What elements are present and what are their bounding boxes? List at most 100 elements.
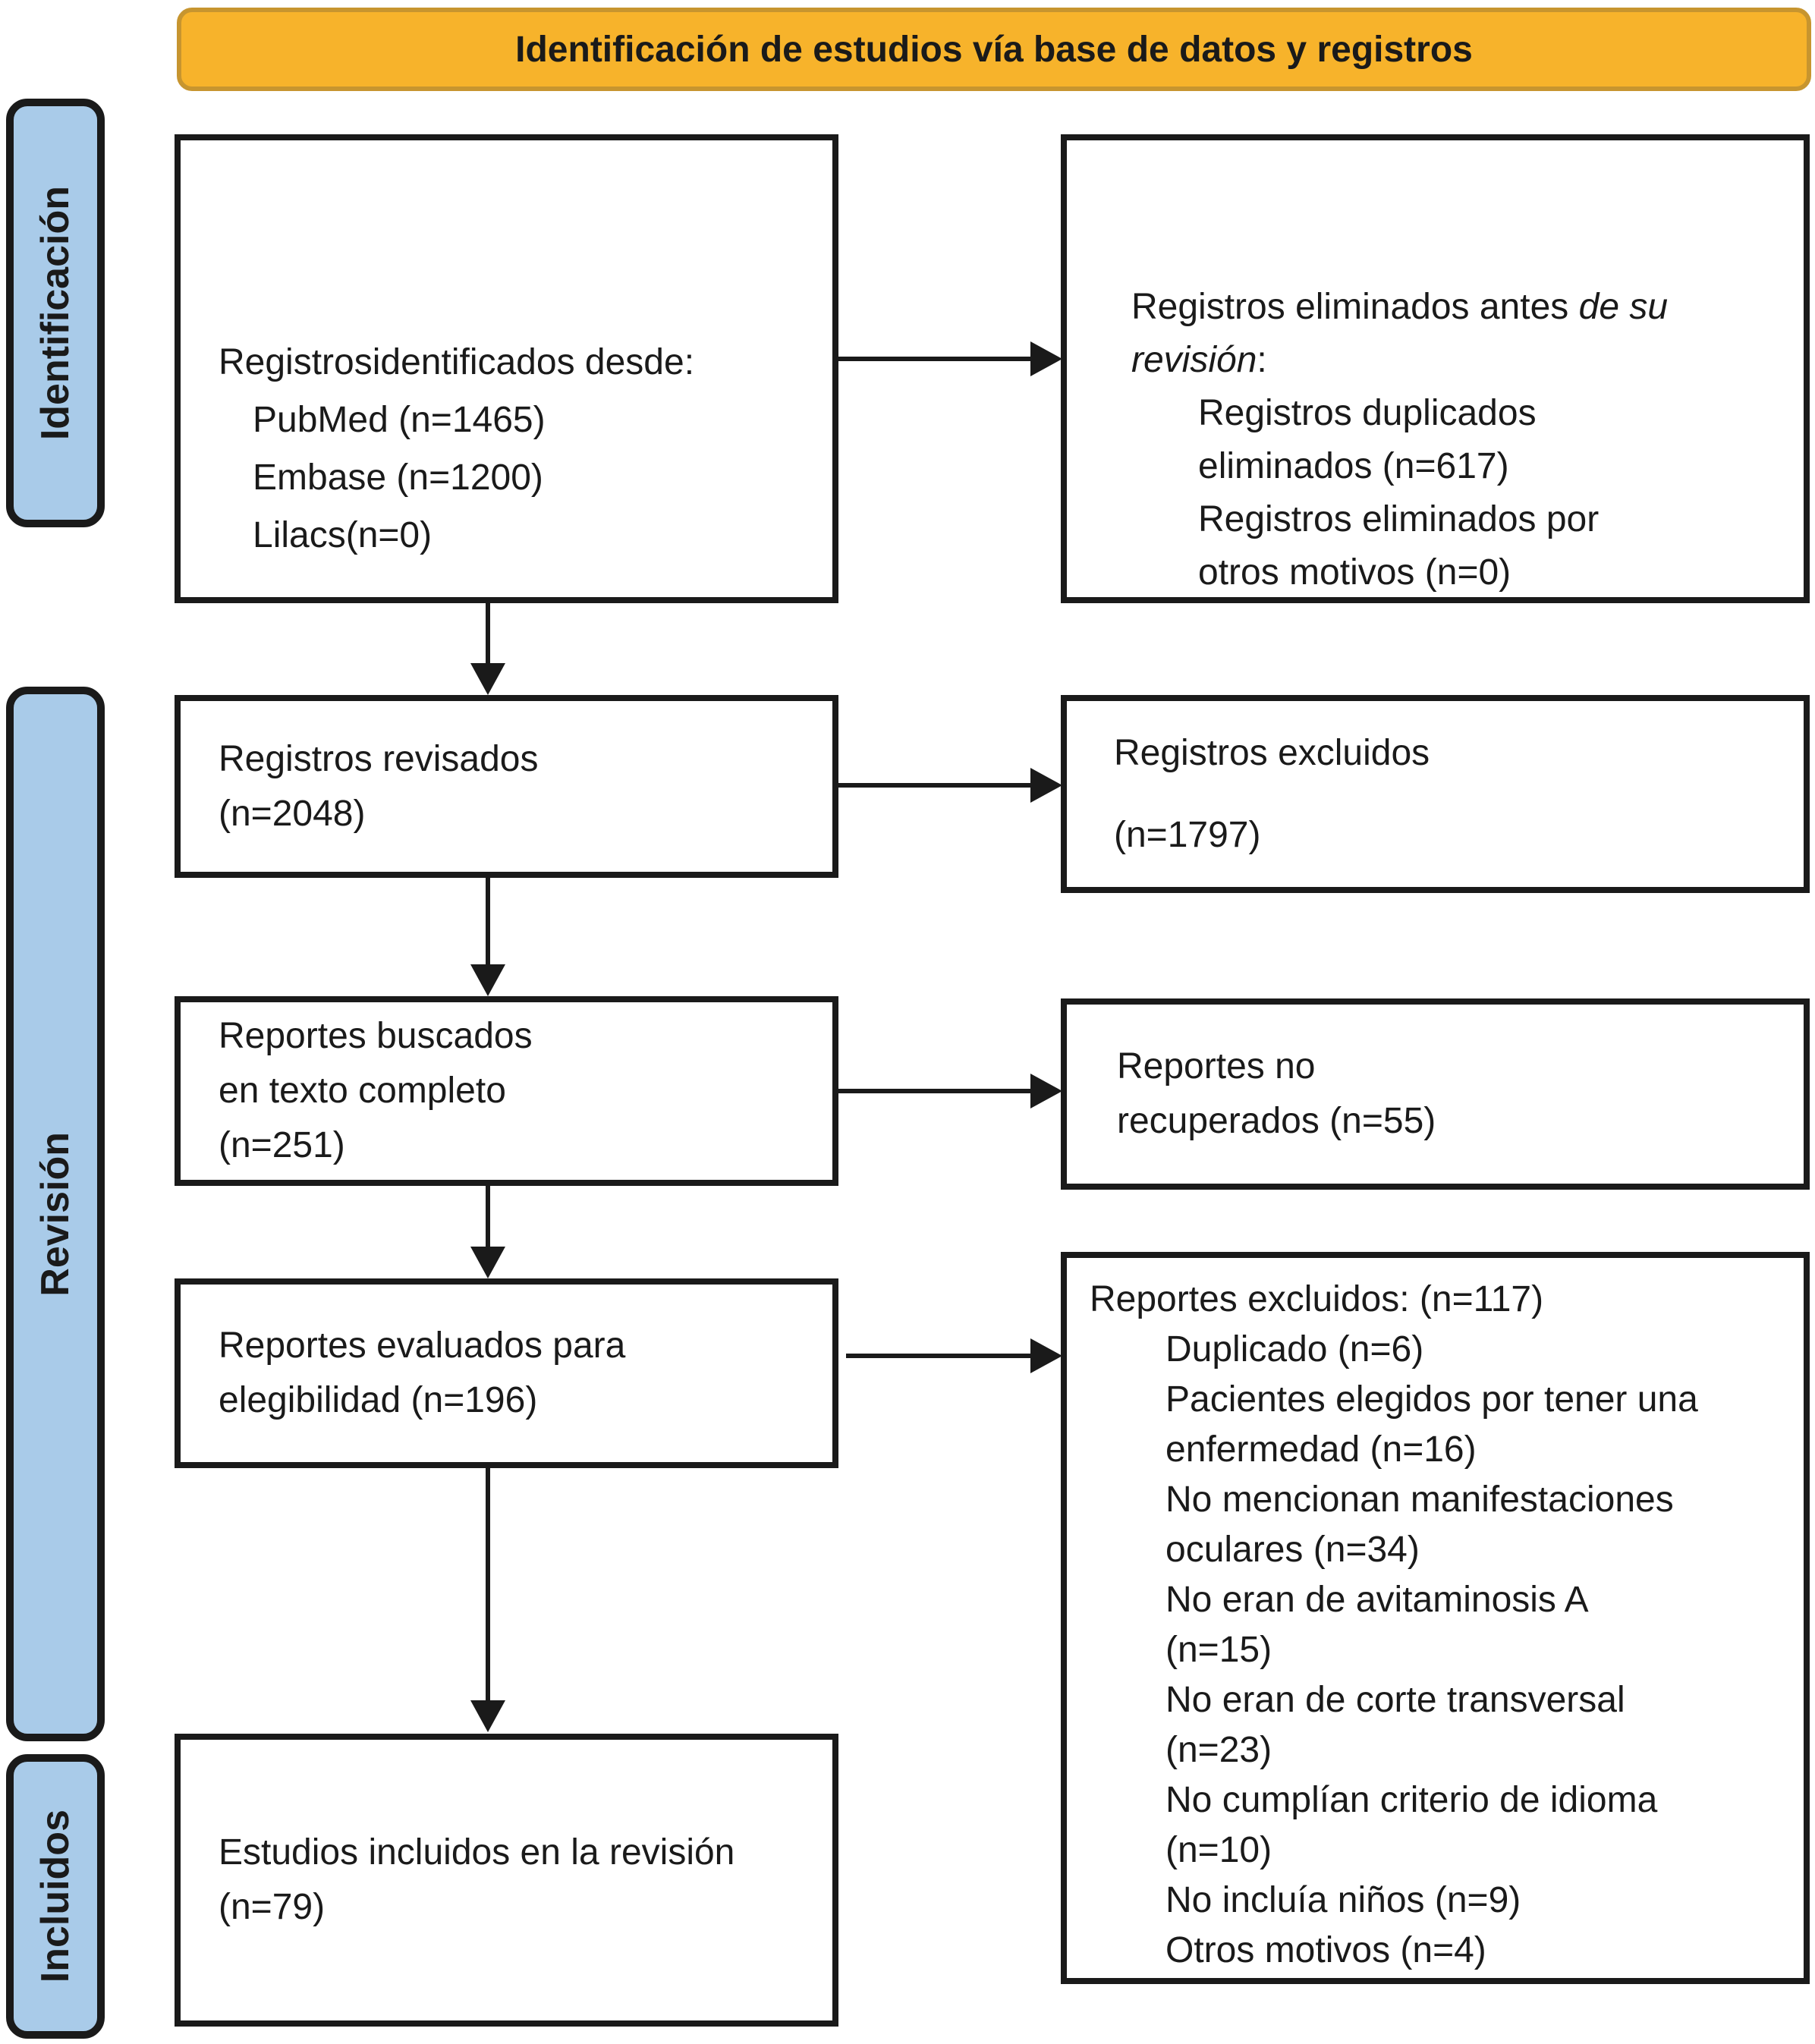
box-text-line: (n=2048) (219, 793, 366, 834)
list-item-line: oculares (n=34) (1165, 1530, 1420, 1570)
box-registros-identificados: Registrosidentificados desde: PubMed (n=… (175, 134, 838, 603)
list-item-line: No mencionan manifestaciones (1165, 1480, 1674, 1520)
arrow-head-down-icon (470, 1700, 505, 1732)
box-reportes-excluidos: Reportes excluidos: (n=117) Duplicado (n… (1061, 1252, 1810, 1984)
box-text: Registros excluidos (n=1797) (1114, 726, 1785, 863)
box-intro: Registros eliminados antes de su revisió… (1131, 281, 1746, 387)
list-item-line: Duplicado (n=6) (1165, 1329, 1424, 1369)
arrow-revisados-to-excluidos (838, 768, 1062, 803)
list-item: No eran de avitaminosis A (n=15) (1165, 1575, 1785, 1675)
list-item: Registros duplicados eliminados (n=617) (1198, 387, 1785, 493)
arrow-head-right-icon (1030, 768, 1062, 803)
arrow-head-right-icon (1030, 341, 1062, 376)
list-item: Otros motivos (n=4) (1165, 1926, 1785, 1976)
list-item-line: enfermedad (n=16) (1165, 1429, 1477, 1470)
list-item-line: Lilacs(n=0) (253, 515, 433, 555)
box-text-line: en texto completo (219, 1071, 506, 1111)
box-text-line: Estudios incluidos en la revisión (219, 1832, 735, 1873)
arrow-buscados-to-evaluados (470, 1186, 505, 1278)
source-list: PubMed (n=1465) Embase (n=1200) Lilacs(n=0… (219, 392, 814, 564)
box-text-line: (n=251) (219, 1125, 345, 1165)
stage-tab-incluidos: Incluidos (6, 1754, 105, 2039)
arrow-head-down-icon (470, 964, 505, 996)
box-text-line: (n=79) (219, 1887, 326, 1927)
arrow-shaft (486, 878, 490, 969)
box-text: Reportes evaluados para elegibilidad (n=1… (219, 1319, 814, 1428)
list-item-line: (n=15) (1165, 1630, 1272, 1670)
list-item-line: No cumplían criterio de idioma (1165, 1780, 1658, 1820)
box-registros-excluidos: Registros excluidos (n=1797) (1061, 695, 1810, 893)
arrow-revisados-to-buscados (470, 878, 505, 996)
arrow-shaft (486, 603, 490, 668)
box-registros-eliminados-antes: Registros eliminados antes de su revisió… (1061, 134, 1810, 603)
list-item: No cumplían criterio de idioma (n=10) (1165, 1775, 1785, 1876)
arrow-identificados-to-revisados (470, 603, 505, 695)
banner-title: Identificación de estudios vía base de d… (515, 29, 1473, 70)
stage-tab-identificacion: Identificación (6, 99, 105, 527)
list-item-line: eliminados (n=617) (1198, 446, 1509, 486)
box-reportes-buscados: Reportes buscados en texto completo (n=251… (175, 996, 838, 1186)
list-item-line: (n=10) (1165, 1830, 1272, 1870)
list-item-line: No eran de avitaminosis A (1165, 1580, 1589, 1620)
box-text-line: Reportes no (1117, 1046, 1316, 1086)
list-item: Pacientes elegidos por tener una enfermed… (1165, 1375, 1785, 1475)
box-registros-revisados: Registros revisados (n=2048) (175, 695, 838, 878)
banner: Identificación de estudios vía base de d… (177, 8, 1811, 91)
box-text-line: Registros excluidos (1114, 732, 1430, 773)
stage-tab-revision: Revisión (6, 687, 105, 1741)
box-text: Reportes no recuperados (n=55) (1117, 1039, 1785, 1149)
list-item-line: Embase (n=1200) (253, 458, 543, 498)
arrow-shaft (838, 357, 1036, 361)
arrow-shaft (846, 1354, 1036, 1358)
arrow-shaft (486, 1186, 490, 1251)
box-text: Reportes buscados en texto completo (n=251… (219, 1009, 814, 1173)
list-item-line: Pacientes elegidos por tener una (1165, 1379, 1698, 1420)
list-item: Embase (n=1200) (253, 449, 814, 507)
list-item-line: No eran de corte transversal (1165, 1680, 1625, 1720)
list-item: No mencionan manifestaciones oculares (n=… (1165, 1475, 1785, 1575)
box-reportes-evaluados: Reportes evaluados para elegibilidad (n=1… (175, 1278, 838, 1468)
box-text: Registros revisados (n=2048) (219, 732, 814, 841)
list-item: Duplicado (n=6) (1165, 1325, 1785, 1375)
box-text-line: elegibilidad (n=196) (219, 1380, 538, 1420)
list-item-line: (n=23) (1165, 1730, 1272, 1770)
list-item-line: Registros eliminados por (1198, 499, 1600, 539)
intro-normal: Registros eliminados antes (1131, 287, 1579, 327)
list-item-line: otros motivos (n=0) (1198, 552, 1511, 593)
arrow-head-right-icon (1030, 1074, 1062, 1108)
reason-list: Duplicado (n=6) Pacientes elegidos por te… (1090, 1325, 1785, 1976)
box-text: Estudios incluidos en la revisión (n=79) (219, 1825, 814, 1935)
list-item-line: PubMed (n=1465) (253, 400, 546, 440)
arrow-identificados-to-eliminados (838, 341, 1062, 376)
arrow-shaft (838, 783, 1036, 788)
list-item: No eran de corte transversal (n=23) (1165, 1675, 1785, 1775)
box-estudios-incluidos: Estudios incluidos en la revisión (n=79) (175, 1734, 838, 2027)
list-item: PubMed (n=1465) (253, 392, 814, 449)
list-item-line: No incluía niños (n=9) (1165, 1880, 1521, 1920)
intro-colon: : (1257, 340, 1267, 380)
list-item: Lilacs(n=0) (253, 507, 814, 564)
box-text-line: Reportes buscados (219, 1016, 533, 1056)
arrow-evaluados-to-estudios-incluidos (470, 1468, 505, 1732)
box-text-line: (n=1797) (1114, 814, 1261, 855)
stage-tab-label: Incluidos (33, 1810, 77, 1983)
arrow-shaft (838, 1089, 1036, 1093)
list-item: Registros eliminados por otros motivos (n… (1198, 493, 1785, 599)
list-item-line: Registros duplicados (1198, 393, 1537, 433)
box-text-line: recuperados (n=55) (1117, 1101, 1436, 1141)
stage-tab-label: Identificación (33, 185, 77, 441)
box-text-line: Registros revisados (219, 738, 539, 779)
arrow-buscados-to-no-recuperados (838, 1074, 1062, 1108)
box-text-line: Reportes evaluados para (219, 1325, 626, 1366)
stage-tab-label: Revisión (33, 1131, 77, 1297)
arrow-head-down-icon (470, 1247, 505, 1278)
box-reportes-no-recuperados: Reportes no recuperados (n=55) (1061, 998, 1810, 1190)
list-item-line: Otros motivos (n=4) (1165, 1930, 1486, 1970)
box-intro: Registrosidentificados desde: (219, 342, 695, 382)
box-header: Reportes excluidos: (n=117) (1090, 1279, 1544, 1319)
list-item: No incluía niños (n=9) (1165, 1876, 1785, 1926)
arrow-head-down-icon (470, 663, 505, 695)
arrow-shaft (486, 1468, 490, 1705)
